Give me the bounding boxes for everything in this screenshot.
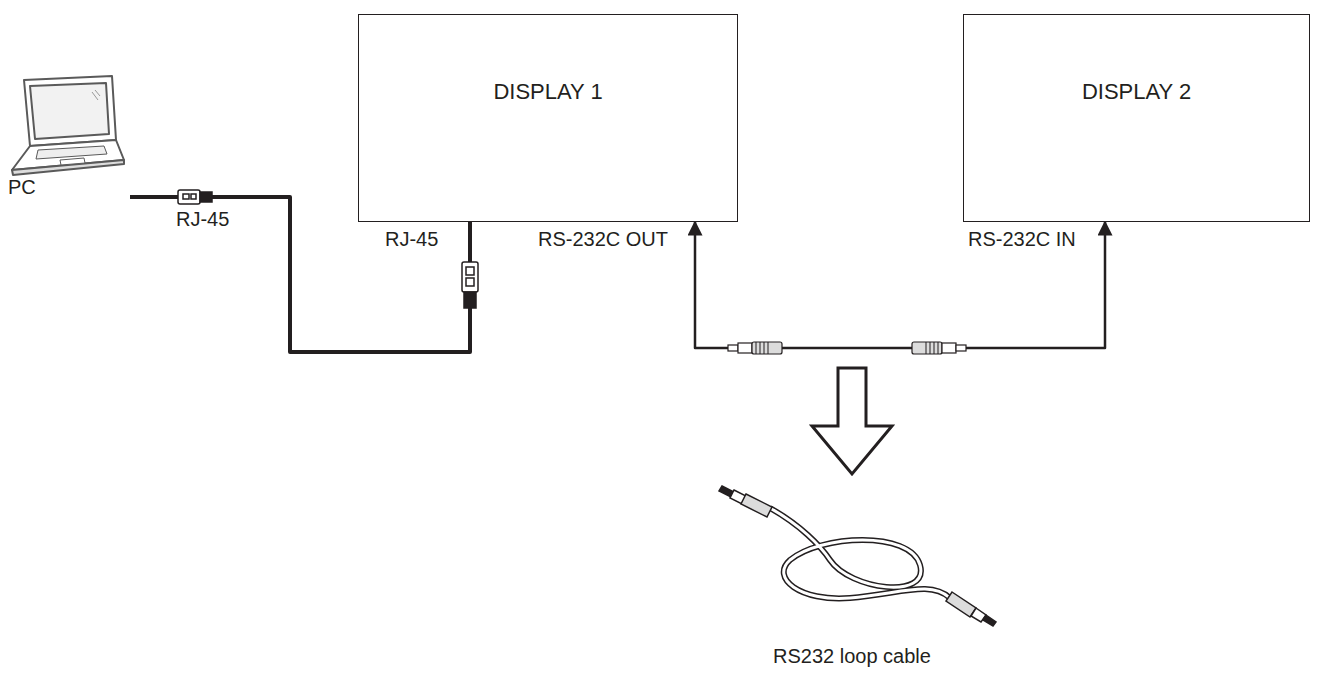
display-box: DISPLAY 1 (358, 14, 738, 222)
hollow-arrow (812, 368, 892, 474)
network-cable (130, 197, 470, 352)
port-label: RJ-45 (383, 228, 440, 251)
port-label: RS-232C OUT (536, 228, 670, 251)
rj45-plug (462, 262, 478, 308)
rs232-cable (695, 222, 1105, 348)
port-label: RJ-45 (174, 208, 231, 231)
audio-jack (912, 342, 966, 354)
display-title: DISPLAY 1 (493, 79, 602, 105)
port-label: RS-232C IN (966, 228, 1078, 251)
cable-label: RS232 loop cable (771, 645, 933, 668)
rj45-plug (178, 190, 212, 204)
pc-node: PC (4, 70, 130, 200)
display-box: DISPLAY 2 (963, 14, 1310, 222)
device-label: PC (8, 176, 36, 199)
display-title: DISPLAY 2 (1082, 79, 1191, 105)
laptop-icon (12, 76, 124, 175)
loop-cable-illustration (719, 486, 996, 626)
audio-jack (728, 342, 782, 354)
